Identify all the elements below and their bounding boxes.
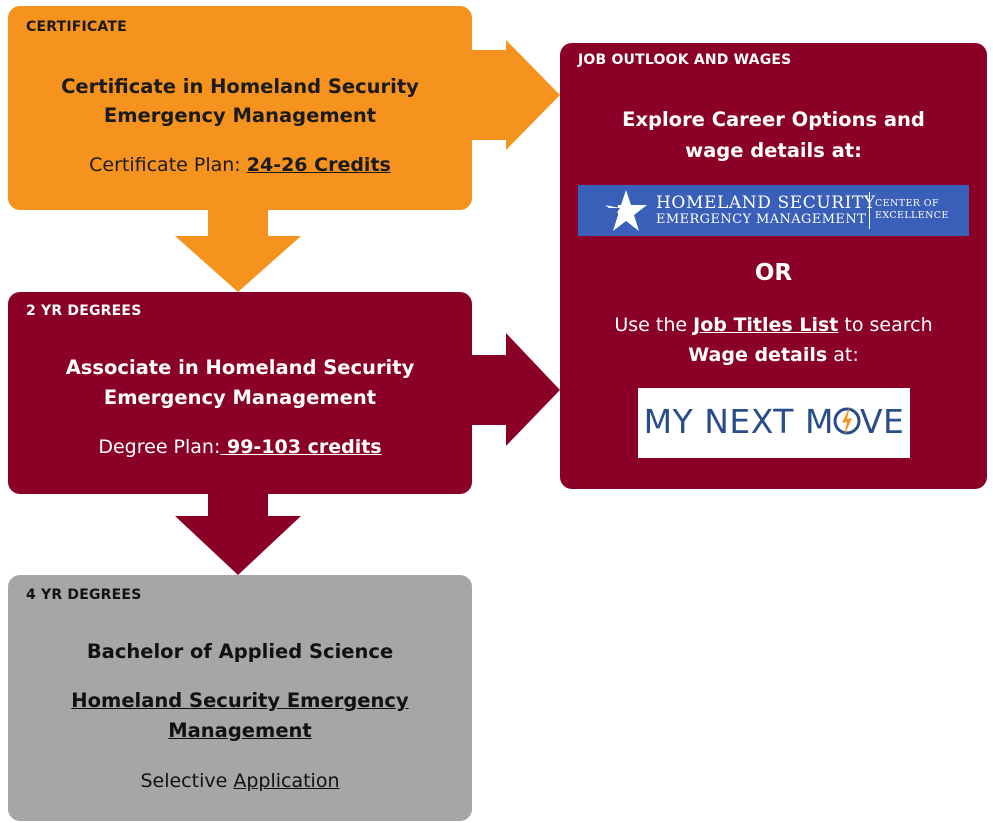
certificate-plan-label: Certificate Plan: (89, 154, 247, 176)
certificate-plan-link[interactable]: 24-26 Credits (246, 154, 391, 176)
use-job-titles-line: Use the Job Titles List to search (560, 313, 987, 337)
job-outlook-heading-line2: wage details at: (685, 139, 862, 162)
bachelor-tag: 4 YR DEGREES (26, 587, 142, 603)
associate-plan-link[interactable]: 99-103 credits (220, 436, 382, 458)
bachelor-selective-label: Selective (140, 770, 234, 792)
bachelor-box: 4 YR DEGREES Bachelor of Applied Science… (8, 575, 472, 821)
hsem-logo-line1: HOMELAND SECURITY (656, 193, 876, 213)
hsem-coe-logo-link[interactable]: HOMELAND SECURITY EMERGENCY MANAGEMENT C… (578, 185, 969, 236)
associate-title-line2: Emergency Management (103, 386, 377, 409)
certificate-plan: Certificate Plan: 24-26 Credits (8, 153, 472, 177)
associate-box: 2 YR DEGREES Associate in Homeland Secur… (8, 292, 472, 494)
wage-details-line: Wage details at: (560, 343, 987, 367)
wage-details-text: Wage details (688, 344, 828, 366)
job-outlook-box: JOB OUTLOOK AND WAGES Explore Career Opt… (560, 43, 987, 489)
job-outlook-tag: JOB OUTLOOK AND WAGES (578, 52, 792, 68)
certificate-box: CERTIFICATE Certificate in Homeland Secu… (8, 6, 472, 210)
bachelor-title: Bachelor of Applied Science (86, 640, 394, 663)
to-search-text: to search (838, 314, 933, 336)
associate-plan: Degree Plan: 99-103 credits (8, 435, 472, 459)
certificate-title-line2: Emergency Management (103, 104, 377, 127)
my-next-move-logo-link[interactable]: MY NEXT M VE (638, 388, 910, 458)
mnm-left-text: MY NEXT M (643, 402, 834, 441)
at-text: at: (827, 344, 859, 366)
certificate-title-line1: Certificate in Homeland Security (61, 75, 419, 98)
bachelor-program-link-line1[interactable]: Homeland Security Emergency (71, 689, 409, 712)
job-outlook-heading-line1: Explore Career Options and (622, 108, 925, 131)
associate-title-line1: Associate in Homeland Security (65, 356, 415, 379)
associate-tag: 2 YR DEGREES (26, 303, 142, 319)
application-link[interactable]: Application (233, 770, 340, 792)
hsem-logo-right2: EXCELLENCE (875, 210, 949, 221)
mnm-right-text: VE (859, 402, 905, 441)
my-next-move-wordmark: MY NEXT M VE (638, 402, 910, 441)
hsem-logo-divider (869, 192, 870, 229)
certificate-tag: CERTIFICATE (26, 19, 127, 35)
star-icon (596, 190, 647, 231)
associate-plan-label: Degree Plan: (98, 436, 221, 458)
bachelor-program-link-line2[interactable]: Management (168, 719, 312, 742)
job-titles-list-link[interactable]: Job Titles List (693, 314, 839, 336)
bachelor-application: Selective Application (8, 769, 472, 793)
use-the-text: Use the (614, 314, 694, 336)
hsem-logo-line2: EMERGENCY MANAGEMENT (656, 212, 867, 227)
or-separator: OR (754, 260, 793, 286)
hsem-logo-right1: CENTER OF (875, 198, 939, 209)
bachelor-program-line1-wrap: Homeland Security Emergency (8, 686, 472, 716)
bachelor-program-line2-wrap: Management (8, 716, 472, 746)
compass-o-icon (833, 406, 861, 436)
